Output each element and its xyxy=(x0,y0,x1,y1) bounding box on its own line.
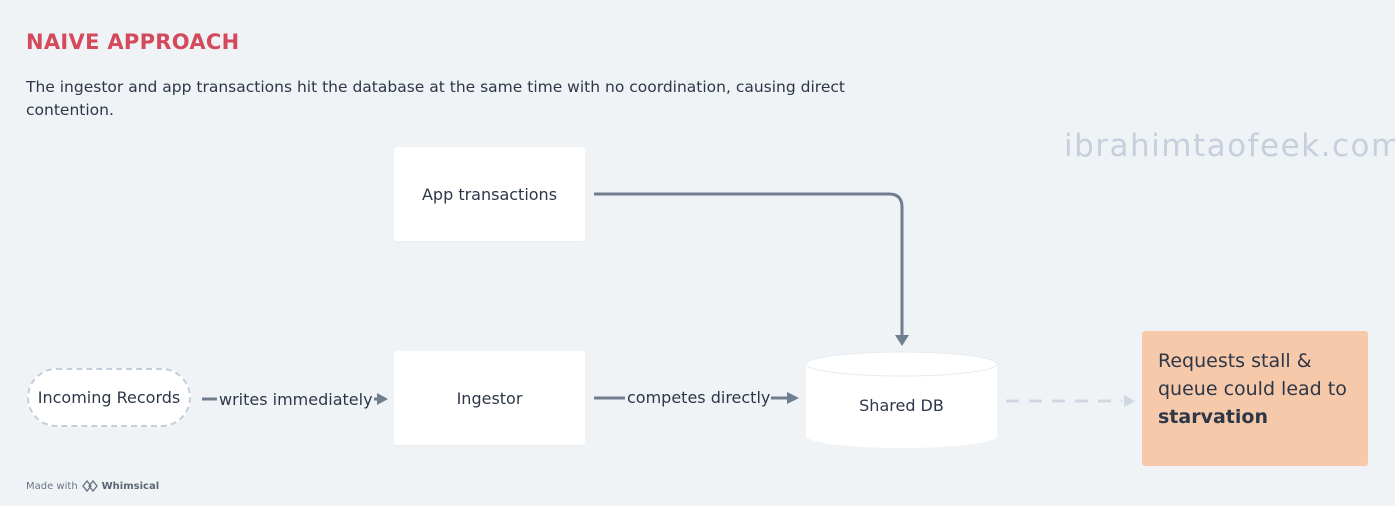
ingestor-label: Ingestor xyxy=(456,388,523,408)
note-line-3-bold: starvation xyxy=(1158,406,1268,428)
ingestor-node[interactable]: Ingestor xyxy=(394,351,585,445)
app-transactions-label: App transactions xyxy=(421,184,558,204)
db-to-note-arrowhead xyxy=(1124,395,1135,407)
writes-arrowhead xyxy=(377,393,388,405)
whimsical-brand-label: Whimsical xyxy=(101,480,160,492)
whimsical-logo-icon xyxy=(81,480,98,492)
app-to-db-arrowhead xyxy=(895,335,909,346)
competes-arrowhead xyxy=(787,392,799,404)
incoming-records-node[interactable]: Incoming Records xyxy=(27,368,191,427)
shared-db-cylinder[interactable] xyxy=(805,351,998,449)
starvation-note[interactable]: Requests stall & queue could lead to sta… xyxy=(1142,331,1368,466)
shared-db-label: Shared DB xyxy=(859,396,944,415)
made-with-label: Made with xyxy=(26,480,78,492)
note-line-1: Requests stall & xyxy=(1158,350,1312,372)
made-with-footer[interactable]: Made with Whimsical xyxy=(26,480,159,492)
incoming-records-label: Incoming Records xyxy=(37,388,181,407)
watermark: ibrahimtaofeek.com xyxy=(1064,128,1395,164)
note-line-2: queue could lead to xyxy=(1158,378,1347,400)
competes-directly-label: competes directly xyxy=(626,388,772,407)
diagram-title: NAIVE APPROACH xyxy=(26,30,240,54)
diagram-description: The ingestor and app transactions hit th… xyxy=(26,78,845,119)
app-transactions-node[interactable]: App transactions xyxy=(394,147,585,241)
app-to-db-connector xyxy=(594,192,904,337)
writes-immediately-label: writes immediately xyxy=(218,390,374,409)
